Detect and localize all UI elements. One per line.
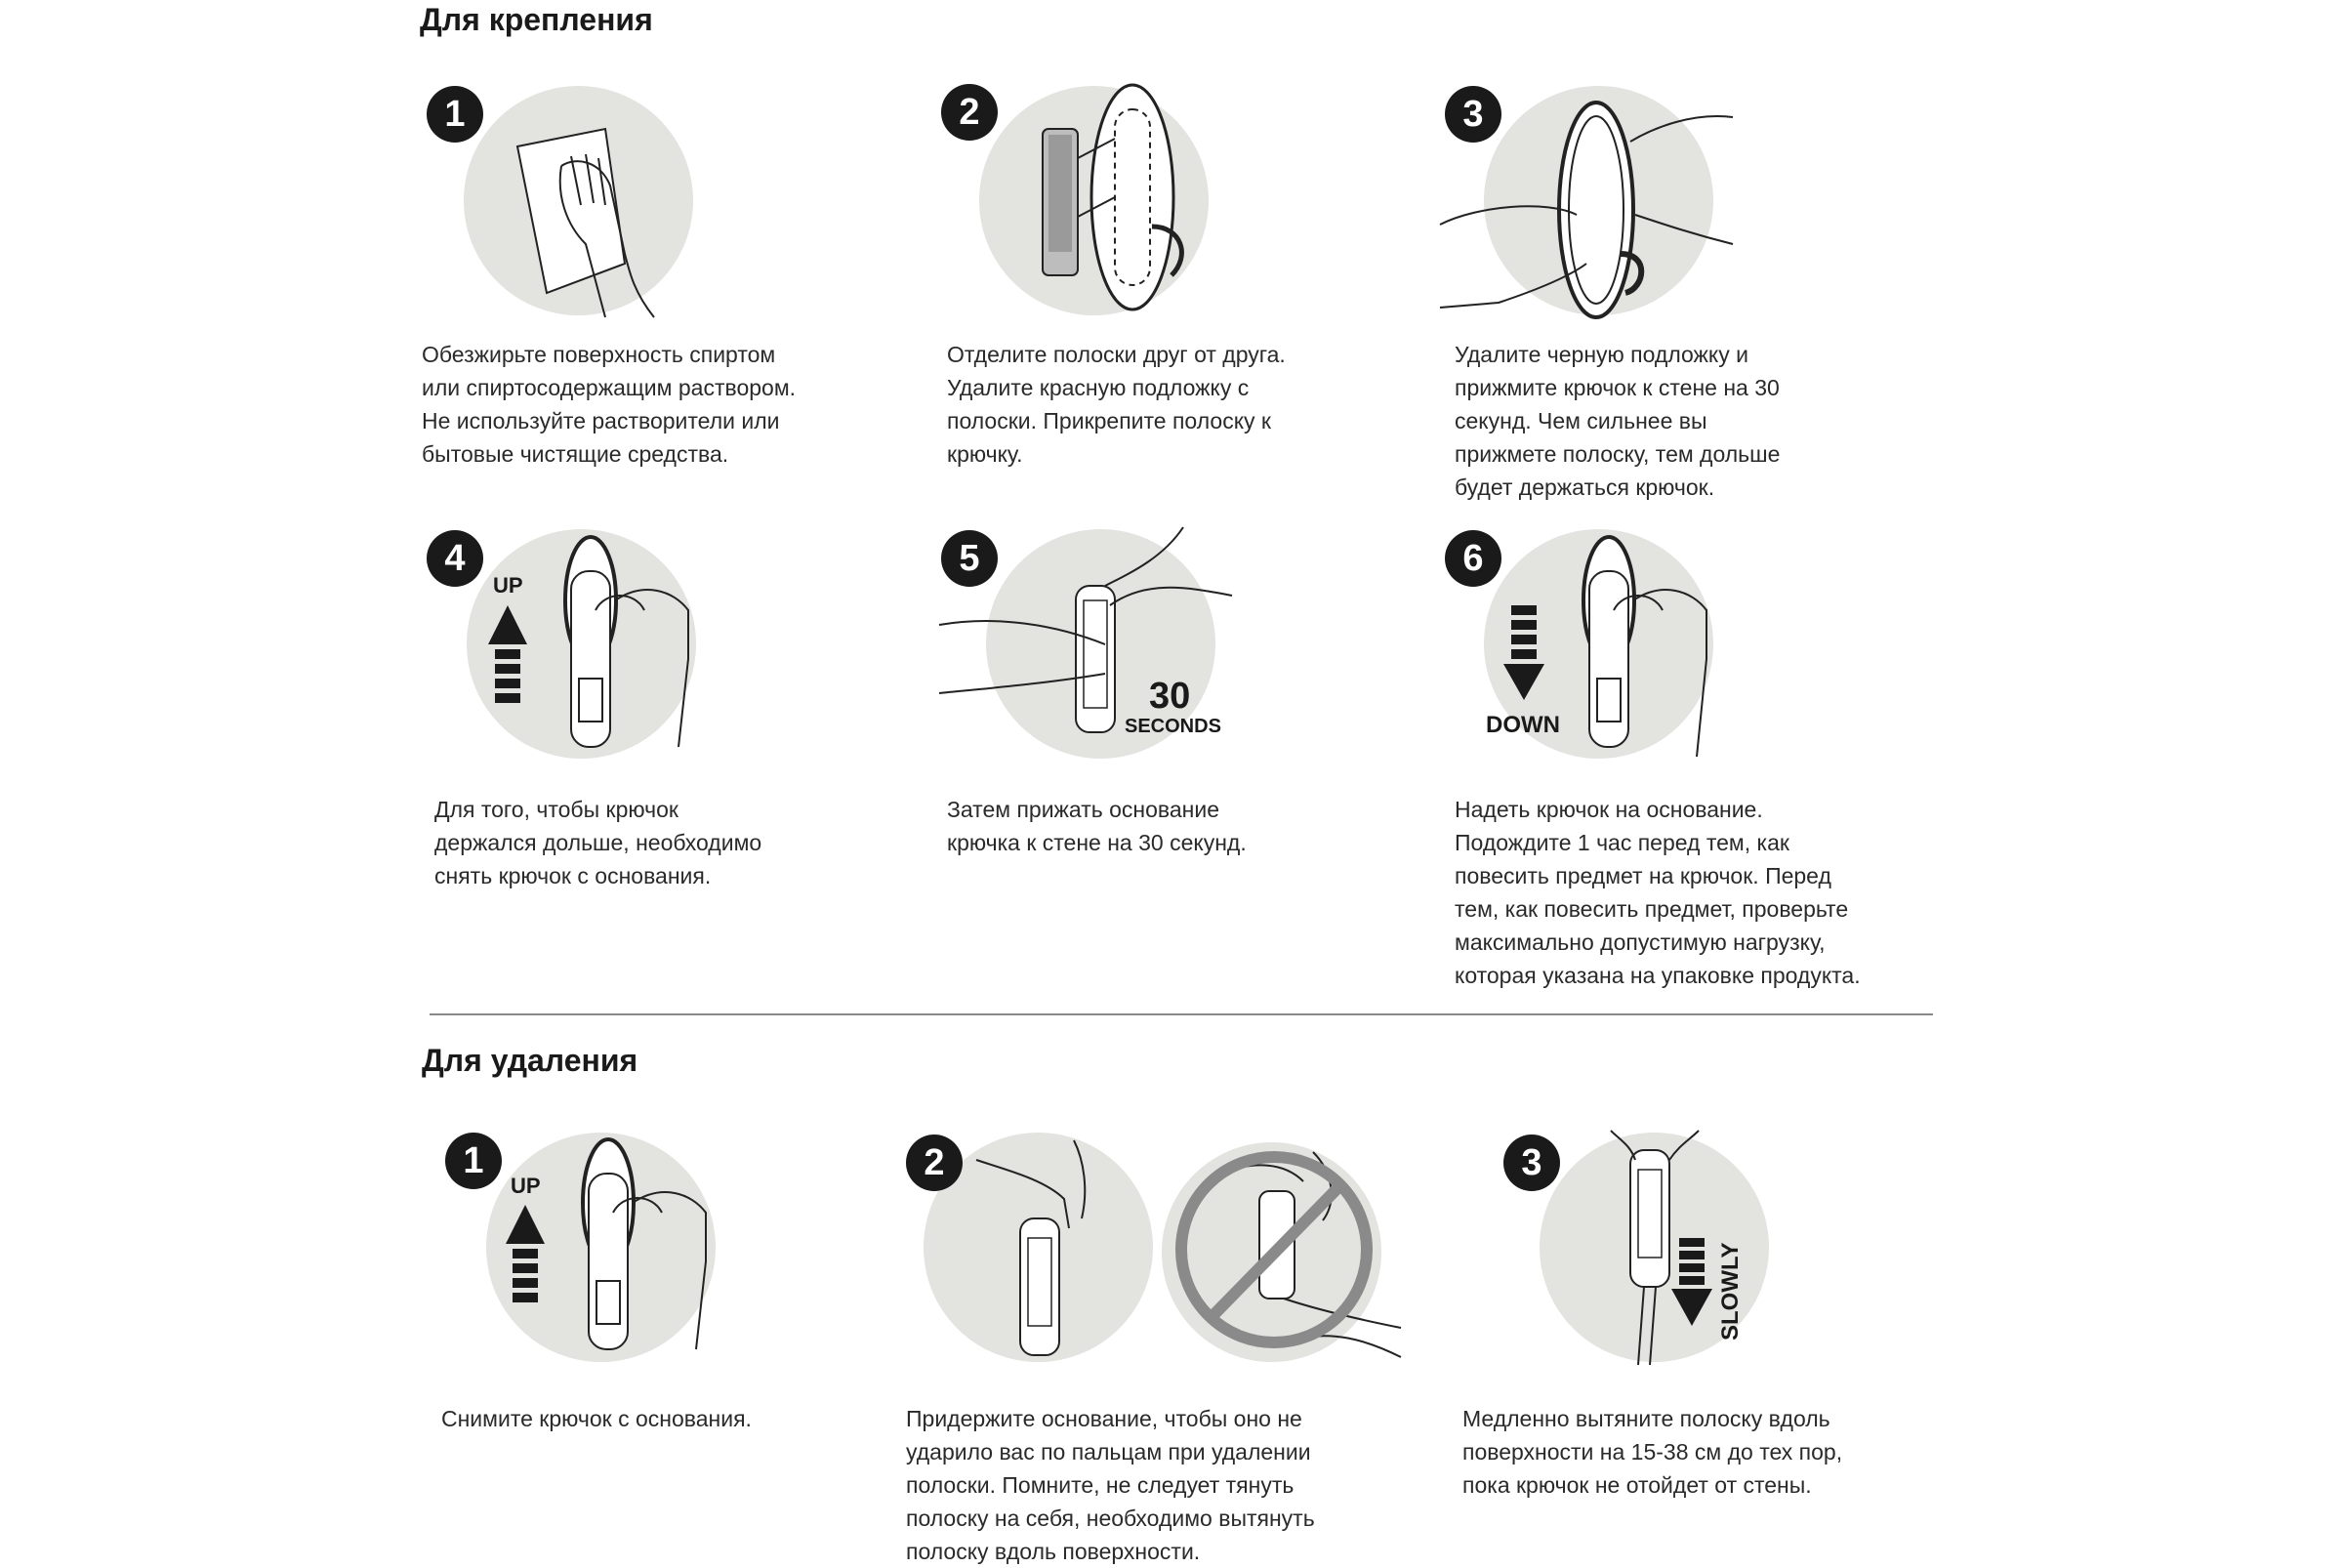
remove-step-2-caption: Придержите основание, чтобы оно не удари…	[906, 1406, 1315, 1564]
step-1-caption: Обезжирьте поверхность спиртом или спирт…	[422, 342, 797, 467]
hook-up-arrow-icon: UP	[488, 535, 689, 748]
prohibited-pull-icon	[1175, 1151, 1402, 1358]
step-6-badge: 6	[1445, 530, 1501, 587]
section-divider	[430, 1013, 1933, 1015]
slowly-label: SLOWLY	[1717, 1243, 1744, 1341]
remove-step-2-badge: 2	[906, 1135, 963, 1191]
attach-section-title: Для крепления	[420, 2, 653, 37]
step-5-caption: Затем прижать основание крючка к стене н…	[947, 797, 1247, 855]
step-1-badge: 1	[427, 86, 483, 143]
step-2-badge: 2	[941, 84, 998, 141]
remove-step-1-caption: Снимите крючок с основания.	[441, 1406, 752, 1431]
step-5-badge: 5	[941, 530, 998, 587]
slowly-pull-strip-icon: SLOWLY	[1610, 1130, 1744, 1366]
remove-up-label: UP	[511, 1174, 541, 1198]
step-3-badge: 3	[1445, 86, 1501, 143]
remove-step-1-badge: 1	[445, 1133, 502, 1189]
thirty-label: 30	[1149, 676, 1190, 717]
down-label: DOWN	[1486, 712, 1560, 738]
wiping-hand-icon	[515, 127, 655, 318]
hold-base-strip-icon	[975, 1139, 1087, 1356]
remove-hook-up-arrow-icon: UP	[506, 1137, 707, 1350]
step-6-caption: Надеть крючок на основание. Подождите 1 …	[1455, 797, 1861, 988]
pressing-base-30-seconds-icon: 30 SECONDS	[938, 526, 1233, 737]
step-2-caption: Отделите полоски друг от друга. Удалите …	[947, 342, 1286, 467]
seconds-label: SECONDS	[1125, 716, 1221, 737]
hook-and-strip-icon	[1042, 83, 1184, 311]
step-4-badge: 4	[427, 530, 483, 587]
up-label: UP	[493, 573, 523, 598]
hook-down-arrow-icon: DOWN	[1486, 535, 1707, 758]
pressing-hook-hands-icon	[1439, 101, 1734, 319]
remove-step-3-caption: Медленно вытяните полоску вдоль поверхно…	[1462, 1406, 1843, 1498]
step-3-caption: Удалите черную подложку и прижмите крючо…	[1455, 342, 1781, 500]
remove-step-3-badge: 3	[1503, 1135, 1560, 1191]
remove-section-title: Для удаления	[422, 1043, 638, 1078]
step-4-caption: Для того, чтобы крючок держался дольше, …	[434, 797, 762, 888]
